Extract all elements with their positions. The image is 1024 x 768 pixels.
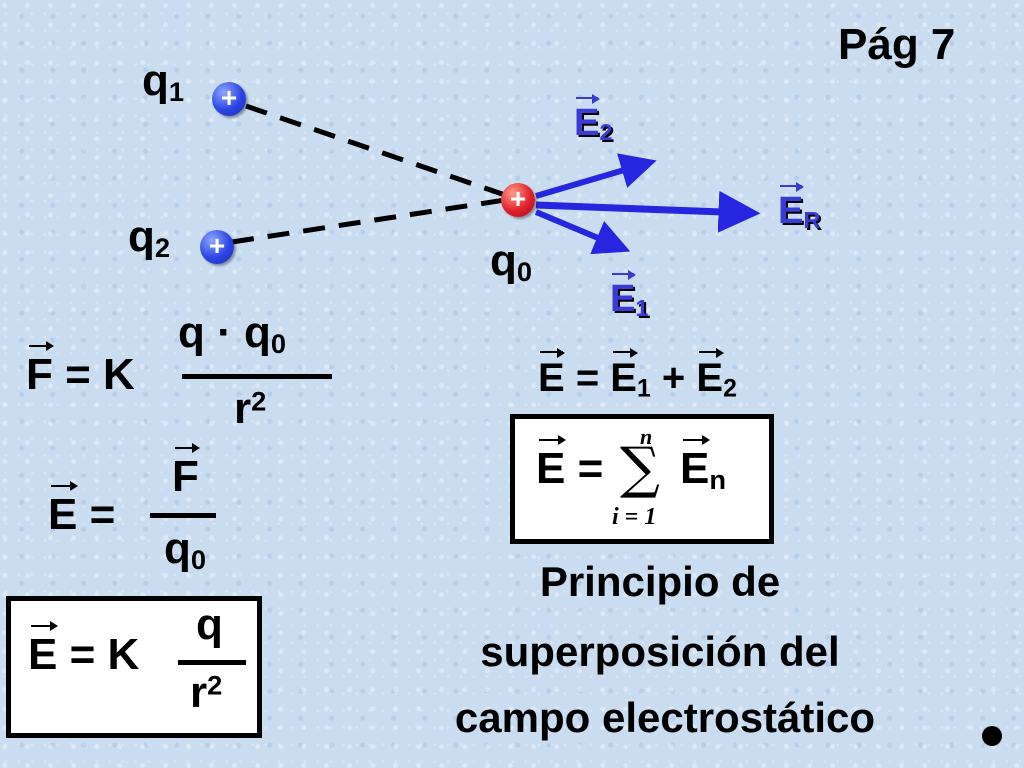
field-point-lhs: E = K [28,621,140,679]
field-def-numerator: F [172,443,200,501]
q0-charge: + [501,183,535,217]
er-vector-arrow [535,190,761,233]
sum-n-term: En [680,435,727,495]
field-point-denominator: r2 [190,668,223,717]
sum-n-lhs: E = [536,435,604,493]
superposition-sum-box [510,414,774,544]
q2-charge: + [200,230,234,264]
force-fraction-bar [182,374,332,379]
caption-line-1: Principio de [539,558,781,605]
page-number: Pág 7 [838,20,956,69]
sum-two-fields: E = E1 + E2 [538,348,737,403]
bullet-dot [982,726,1002,746]
caption-line-3: campo electrostático [454,694,876,741]
field-def-lhs: E = [48,481,116,539]
q0-label: q0 [490,236,533,287]
er-vector-label: ER [778,182,821,234]
caption-line-2: superposición del [480,628,840,675]
force-formula-lhs: F = K [26,341,135,399]
field-def-fraction-bar [150,513,216,518]
force-formula-numerator: q · q0 [178,308,287,359]
field-def-denominator: q0 [164,524,207,575]
e1-vector-label: E1 [610,270,649,322]
point-charge-field-box [6,596,262,738]
sigma-symbol: ∑ [620,436,660,501]
force-formula-denominator: r2 [234,384,267,433]
e2-vector-arrow [535,153,657,199]
field-point-fraction-bar [178,660,246,665]
q2-label: q2 [128,212,171,263]
q1-label: q1 [142,56,185,107]
sum-upper-limit: n [640,424,653,449]
q2-to-q0-dashed-line [231,197,506,245]
e1-vector-arrow [534,209,631,255]
sum-lower-limit: i = 1 [612,504,657,530]
e2-vector-label: E2 [574,94,613,146]
q1-charge: + [212,82,246,116]
q1-to-q0-dashed-line [245,103,506,198]
field-point-numerator: q [196,600,223,649]
